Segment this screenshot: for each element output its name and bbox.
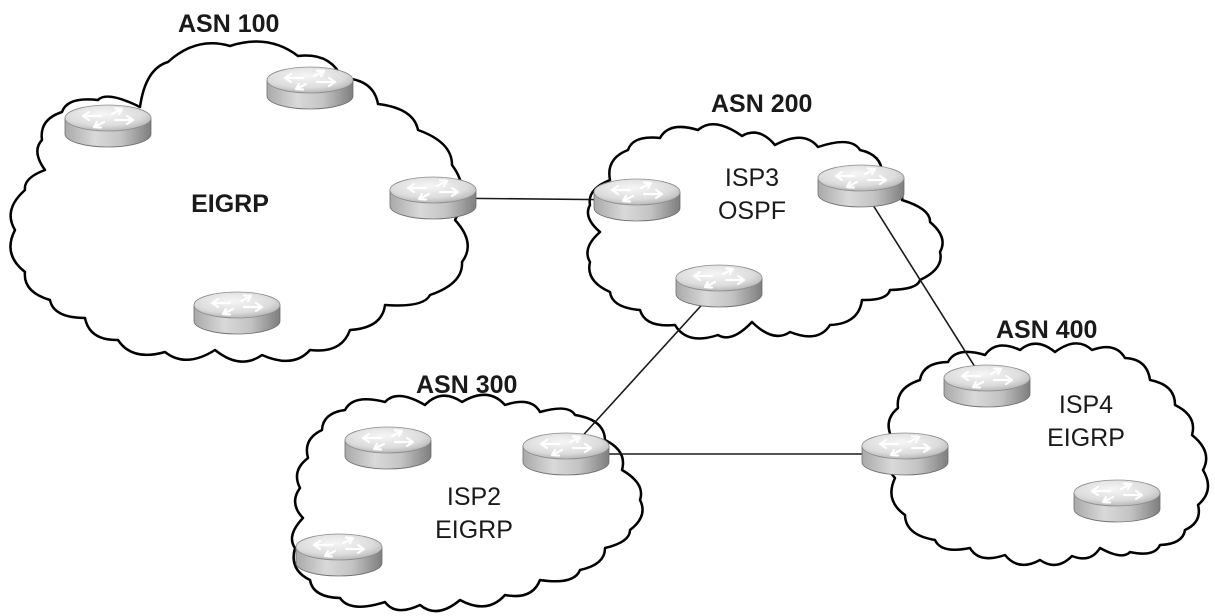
label-layer: ASN 100 ASN 200 ASN 300 ASN 400 EIGRP IS… bbox=[178, 10, 1125, 544]
router-icon bbox=[343, 425, 433, 471]
protocol-label-asn300: EIGRP bbox=[435, 516, 513, 544]
isp-label-asn400: ISP4 bbox=[1059, 391, 1113, 419]
router-icon bbox=[521, 431, 611, 477]
protocol-label-asn400: EIGRP bbox=[1047, 424, 1125, 452]
link-layer bbox=[432, 185, 988, 455]
router-icon bbox=[192, 290, 282, 336]
asn-label-200: ASN 200 bbox=[711, 90, 812, 118]
router-icon bbox=[265, 65, 355, 111]
router-icon bbox=[860, 431, 950, 477]
isp-label-asn300: ISP2 bbox=[447, 483, 501, 511]
router-icon bbox=[816, 163, 906, 209]
router-icon bbox=[294, 532, 384, 578]
router-icon bbox=[388, 175, 478, 221]
asn-label-400: ASN 400 bbox=[996, 316, 1097, 344]
link-r200b-r400a bbox=[860, 185, 988, 387]
asn-label-300: ASN 300 bbox=[416, 371, 517, 399]
isp-label-asn200: ISP3 bbox=[725, 164, 779, 192]
router-icon bbox=[942, 363, 1032, 409]
router-icon bbox=[1072, 478, 1162, 524]
protocol-label-asn100: EIGRP bbox=[191, 190, 269, 218]
protocol-label-asn200: OSPF bbox=[718, 197, 786, 225]
router-icon bbox=[63, 103, 153, 149]
router-icon bbox=[592, 177, 682, 223]
asn-label-100: ASN 100 bbox=[178, 10, 279, 38]
router-icon bbox=[674, 263, 764, 309]
link-r200c-r300b bbox=[565, 285, 720, 455]
